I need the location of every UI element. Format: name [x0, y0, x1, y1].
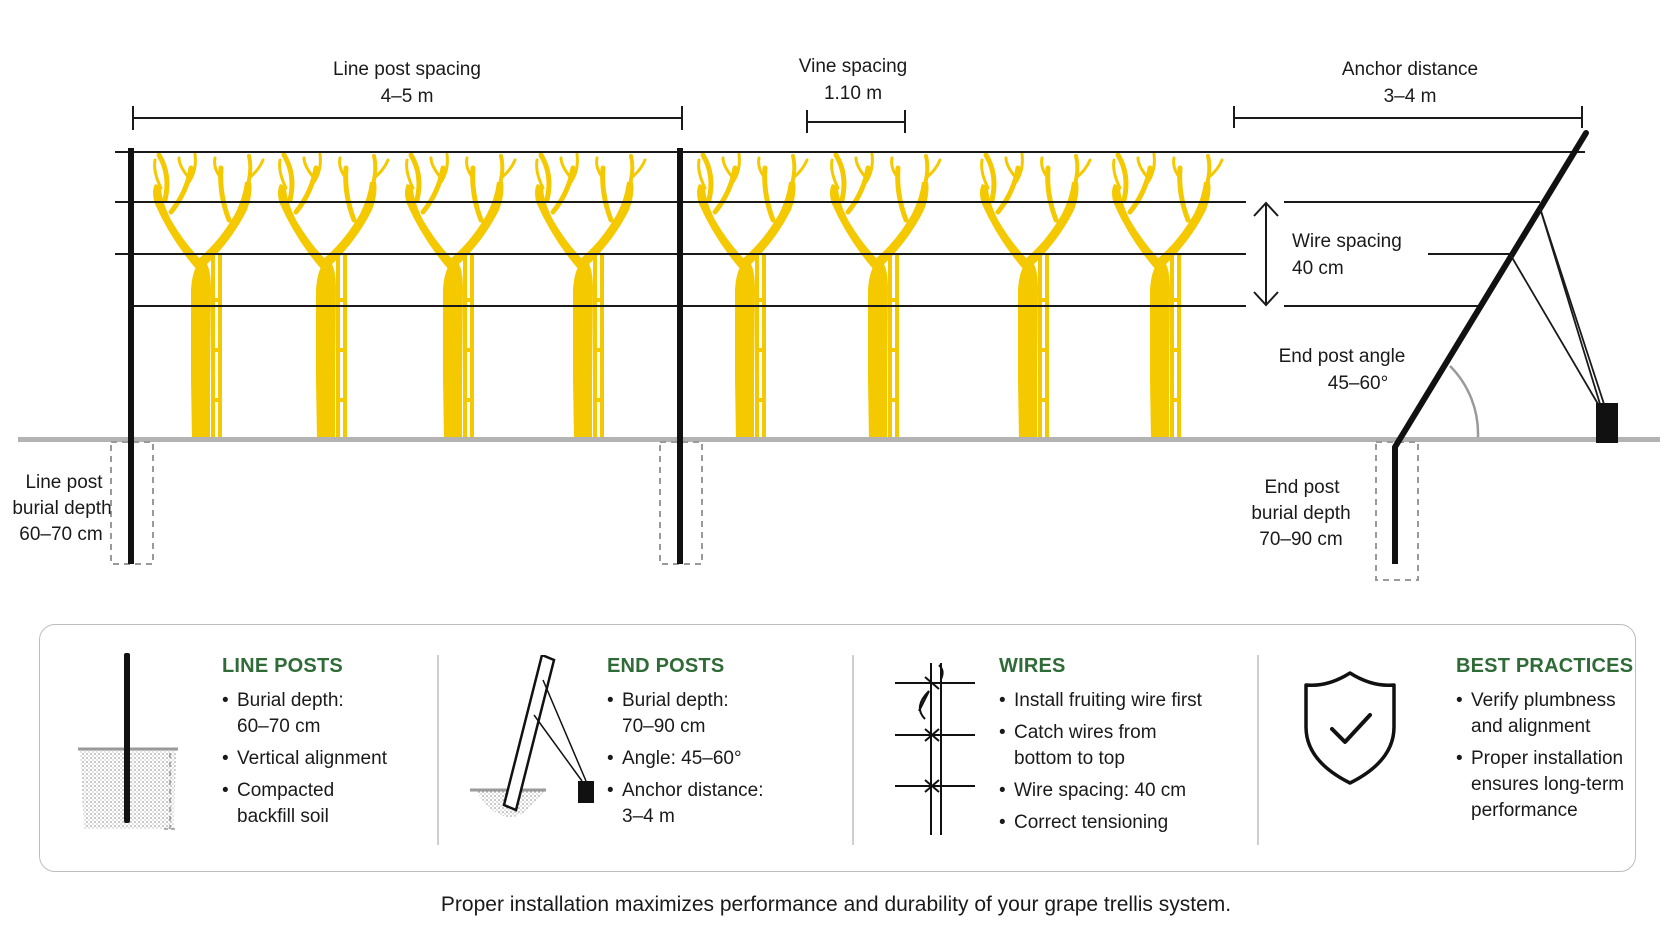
line-post-burial-outline — [659, 441, 703, 565]
vine — [405, 154, 515, 440]
card-wires: WIRES Install fruiting wire firstCatch w… — [855, 625, 1255, 871]
wire-spacing-dimension — [1253, 201, 1279, 307]
line-post — [677, 148, 683, 564]
vine — [980, 154, 1090, 440]
vine — [1112, 154, 1222, 440]
card-title: END POSTS — [607, 655, 725, 677]
anchor-distance-value: 3–4 m — [1384, 86, 1437, 107]
card-list: Burial depth:70–90 cm Angle: 45–60° Anchor… — [607, 688, 764, 830]
line-post-burial-outline — [110, 441, 154, 565]
line-post-spacing-value: 4–5 m — [381, 86, 434, 107]
vine — [697, 154, 807, 440]
line-post-depth-line2: burial depth — [12, 498, 111, 519]
line-post-icon — [78, 653, 188, 848]
card-list-item: Wire spacing: 40 cm — [999, 778, 1202, 804]
card-list: Burial depth:60–70 cm Vertical alignmentC… — [222, 688, 387, 830]
card-list: Install fruiting wire firstCatch wires f… — [999, 688, 1202, 836]
vines — [153, 154, 1222, 440]
card-title: LINE POSTS — [222, 655, 343, 677]
anchor-distance-label: Anchor distance — [1342, 59, 1478, 80]
vine-spacing-dimension — [806, 110, 906, 133]
vine-spacing-label: Vine spacing — [799, 56, 907, 77]
line-post-spacing-dimension — [132, 106, 683, 130]
vine-spacing-value: 1.10 m — [824, 83, 882, 104]
card-list-item: Burial depth:60–70 cm — [222, 688, 387, 740]
vine — [830, 154, 940, 440]
vine — [153, 154, 263, 440]
card-title: BEST PRACTICES — [1456, 655, 1634, 677]
trellis-diagram: Line post spacing 4–5 m Vine spacing 1.1… — [12, 56, 1660, 581]
wires-icon — [895, 655, 985, 850]
line-post-depth-line1: Line post — [25, 472, 103, 493]
ground-anchor — [1596, 403, 1618, 443]
ground-line — [18, 437, 1660, 442]
wire-spacing-label: Wire spacing — [1292, 231, 1402, 252]
anchor-distance-dimension — [1233, 106, 1583, 128]
anchor-guy-wires — [1509, 207, 1605, 405]
card-list-item: Vertical alignment — [222, 746, 387, 772]
end-post-angle-label: End post angle — [1279, 346, 1406, 367]
footer-caption: Proper installation maximizes performanc… — [440, 893, 1232, 916]
line-post-spacing-label: Line post spacing — [333, 59, 481, 80]
card-list-item: Anchor distance:3–4 m — [607, 778, 764, 830]
shield-check-icon — [1300, 669, 1400, 794]
vine — [278, 154, 388, 440]
vine — [535, 154, 645, 440]
end-post-icon — [470, 653, 610, 850]
key-points-panel: LINE POSTS Burial depth:60–70 cm Vertical… — [39, 624, 1636, 872]
end-post — [1392, 130, 1589, 564]
card-list-item: Correct tensioning — [999, 810, 1202, 836]
line-post-depth-line3: 60–70 cm — [19, 524, 102, 545]
divider — [1257, 655, 1259, 845]
end-post-angle-arc — [1449, 365, 1480, 438]
wire-spacing-value: 40 cm — [1292, 258, 1344, 279]
divider — [852, 655, 854, 845]
card-list-item: Install fruiting wire first — [999, 688, 1202, 714]
end-post-depth-line2: burial depth — [1251, 503, 1350, 524]
card-list-item: Angle: 45–60° — [607, 746, 764, 772]
end-post-angle-value: 45–60° — [1328, 373, 1388, 394]
end-post-depth-line3: 70–90 cm — [1259, 529, 1342, 550]
divider — [437, 655, 439, 845]
card-end-posts: END POSTS Burial depth:70–90 cm Angle: 45… — [440, 625, 850, 871]
line-post — [128, 148, 134, 564]
end-post-burial-outline — [1375, 441, 1419, 581]
end-post-depth-line1: End post — [1265, 477, 1341, 498]
card-title: WIRES — [999, 655, 1066, 677]
card-list-item: Burial depth:70–90 cm — [607, 688, 764, 740]
card-line-posts: LINE POSTS Burial depth:60–70 cm Vertical… — [40, 625, 435, 871]
